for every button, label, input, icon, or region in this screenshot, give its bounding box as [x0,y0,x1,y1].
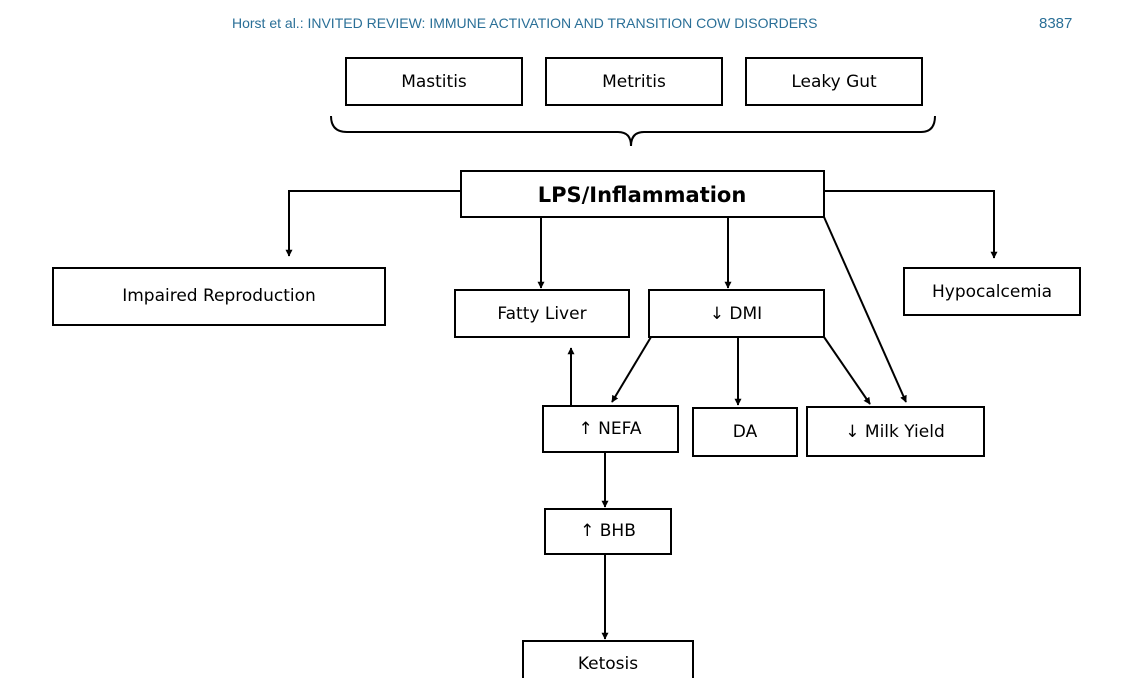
node-hypocalcemia: Hypocalcemia [903,267,1081,316]
node-mastitis-label: Mastitis [401,72,467,92]
arrow-lps-to-hypocalcemia [824,190,998,259]
node-nefa-label: ↑ NEFA [579,419,642,439]
node-milk-yield: ↓ Milk Yield [806,406,985,457]
node-impaired-reproduction: Impaired Reproduction [52,267,386,326]
node-ketosis-label: Ketosis [578,654,638,674]
node-milk-yield-label: ↓ Milk Yield [845,422,945,442]
node-leaky-gut: Leaky Gut [745,57,923,106]
node-leaky-gut-label: Leaky Gut [791,72,877,92]
grouping-brace [330,115,936,147]
node-hypocalcemia-label: Hypocalcemia [932,282,1052,302]
node-da-label: DA [733,422,758,442]
node-fatty-liver: Fatty Liver [454,289,630,338]
arrow-lps-to-impaired-reproduction [285,190,461,257]
node-lps-inflammation: LPS/Inflammation [460,170,825,218]
node-bhb-label: ↑ BHB [580,521,636,541]
arrow-lps-to-milk-yield [823,216,907,403]
node-dmi-label: ↓ DMI [710,304,762,324]
arrow-dmi-to-nefa [611,336,652,403]
node-metritis-label: Metritis [602,72,666,92]
node-lps-inflammation-label: LPS/Inflammation [538,183,747,207]
node-da: DA [692,407,798,457]
node-fatty-liver-label: Fatty Liver [497,304,586,324]
node-dmi: ↓ DMI [648,289,825,338]
node-metritis: Metritis [545,57,723,106]
running-head: Horst et al.: INVITED REVIEW: IMMUNE ACT… [232,15,818,31]
node-bhb: ↑ BHB [544,508,672,555]
node-ketosis: Ketosis [522,640,694,678]
node-nefa: ↑ NEFA [542,405,679,453]
page-number: 8387 [1039,15,1073,32]
arrow-dmi-to-milk-yield [823,336,871,405]
node-impaired-reproduction-label: Impaired Reproduction [122,286,316,306]
node-mastitis: Mastitis [345,57,523,106]
